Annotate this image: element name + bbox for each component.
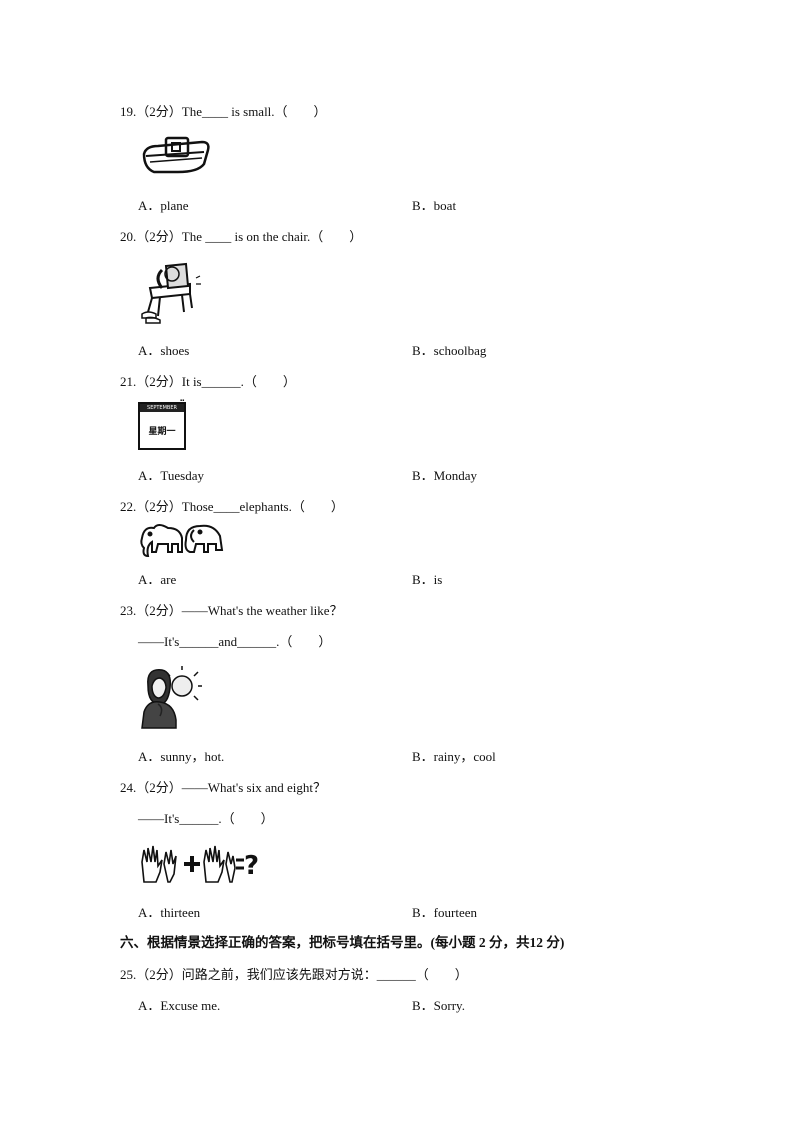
q25-option-b[interactable]: B．Sorry.: [412, 998, 465, 1013]
q24-option-b[interactable]: B．fourteen: [412, 905, 477, 920]
q19-option-a[interactable]: A．plane: [138, 198, 189, 213]
girl-sun-picture: [141, 666, 202, 729]
question-22-text: 22.（2分）Those____elephants.（ ）: [120, 499, 344, 514]
q21-option-a[interactable]: A．Tuesday: [138, 468, 204, 483]
fingers-math-picture: ?: [141, 845, 259, 883]
q20-option-a[interactable]: A．shoes: [138, 343, 190, 358]
question-23-text: 23.（2分）——What's the weather like？: [120, 603, 343, 618]
calendar-day: 星期一: [148, 427, 176, 437]
calendar-dots: ▪▪: [180, 398, 185, 404]
q25-option-a[interactable]: A．Excuse me.: [138, 998, 221, 1013]
question-20-text: 20.（2分）The ____ is on the chair.（ ）: [120, 229, 363, 244]
q22-option-b[interactable]: B．is: [412, 572, 443, 587]
question-21-text: 21.（2分）It is______.（ ）: [120, 374, 296, 389]
calendar-picture: SEPTEMBER 星期一: [138, 402, 186, 450]
q23-option-a[interactable]: A．sunny，hot.: [138, 749, 225, 764]
question-25-text: 25.（2分）问路之前，我们应该先跟对方说：______（ ）: [120, 967, 468, 982]
q23-option-b[interactable]: B．rainy，cool: [412, 749, 496, 764]
q20-option-b[interactable]: B．schoolbag: [412, 343, 487, 358]
q22-option-a[interactable]: A．are: [138, 572, 177, 587]
calendar-month: SEPTEMBER: [140, 404, 184, 412]
section-six-heading: 六、根据情景选择正确的答案，把标号填在括号里。(每小题 2 分，共12 分): [120, 935, 565, 950]
elephants-picture: [140, 524, 224, 558]
q21-option-b[interactable]: B．Monday: [412, 468, 478, 483]
boat-picture: [142, 136, 210, 174]
svg-text:?: ?: [244, 851, 259, 881]
schoolbag-on-chair-picture: [141, 262, 201, 324]
question-23-answer-line: ——It's______and______.（ ）: [138, 634, 332, 649]
question-24-answer-line: ——It's______.（ ）: [138, 811, 274, 826]
question-19-text: 19.（2分）The____ is small.（ ）: [120, 104, 327, 119]
q24-option-a[interactable]: A．thirteen: [138, 905, 201, 920]
question-24-text: 24.（2分）——What's six and eight？: [120, 780, 326, 795]
q19-option-b[interactable]: B．boat: [412, 198, 457, 213]
